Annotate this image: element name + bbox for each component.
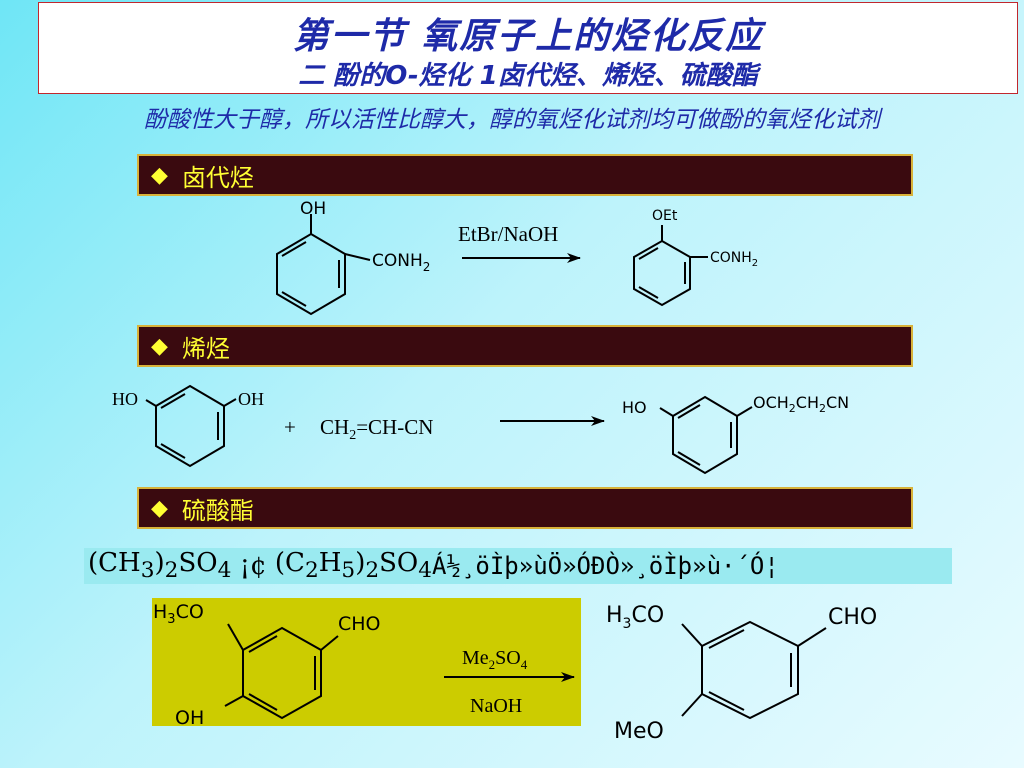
benzene-ring-salicylamide <box>276 214 371 316</box>
substituent-conh2: CONH2 <box>372 251 430 274</box>
substituent-cho: CHO <box>828 605 877 630</box>
substituent-och2ch2cn: OCH2CH2CN <box>753 393 849 415</box>
substituent-ho: HO <box>112 389 138 409</box>
section-label: 硫酸酯 <box>181 496 254 525</box>
reagent-acrylonitrile: CH2=CH-CN <box>320 415 433 443</box>
substituent-h3co: H3CO <box>153 601 204 627</box>
benzene-ring-resorcinol <box>145 384 237 468</box>
reactant-highlight-box <box>152 598 581 726</box>
garbled-text: Á½¸öÌþ»ùÖ»ÓÐÒ»¸öÌþ»ù·´Ó¦ <box>432 552 779 580</box>
benzene-ring-ethoxybenzamide <box>633 225 708 307</box>
reagent-me2so4: Me2SO4 <box>462 647 528 672</box>
section-bar-haloalkane: ◆ 卤代烃 <box>137 154 913 196</box>
title-box: 第一节 氧原子上的烃化反应 二 酚的O-烃化 1卤代烃、烯烃、硫酸酯 <box>38 2 1018 94</box>
section-label: 烯烃 <box>181 334 230 363</box>
formula-diethyl-sulfate: (C2H5)2SO4 <box>274 548 433 584</box>
substituent-oh: OH <box>175 707 204 729</box>
diamond-bullet-icon: ◆ <box>151 495 168 521</box>
reagent-label: EtBr/NaOH <box>458 222 558 246</box>
benzene-ring-vanillin <box>224 623 339 720</box>
substituent-cho: CHO <box>338 613 381 635</box>
substituent-h3co: H3CO <box>606 603 664 632</box>
section-label: 卤代烃 <box>181 163 254 192</box>
substituent-oh: OH <box>238 389 264 409</box>
substituent-meo: MeO <box>614 719 664 744</box>
encoded-text-line: (CH3)2SO4 ¡¢ (C2H5)2SO4 Á½¸öÌþ»ùÖ»ÓÐÒ»¸ö… <box>84 548 952 584</box>
substituent-conh2: CONH2 <box>710 250 758 269</box>
page-subtitle: 二 酚的O-烃化 1卤代烃、烯烃、硫酸酯 <box>298 61 758 91</box>
benzene-ring-cyanoethoxyphenol <box>659 395 753 475</box>
section-bar-sulfate: ◆ 硫酸酯 <box>137 487 913 529</box>
separator-text: ¡¢ <box>231 551 275 581</box>
substituent-oet: OEt <box>652 208 678 224</box>
substituent-oh: OH <box>300 199 326 219</box>
plus-sign: + <box>284 415 296 439</box>
substituent-ho: HO <box>622 398 647 417</box>
page-title: 第一节 氧原子上的烃化反应 <box>292 16 764 57</box>
formula-dimethyl-sulfate: (CH3)2SO4 <box>88 548 232 584</box>
diamond-bullet-icon: ◆ <box>151 162 168 188</box>
intro-text: 酚酸性大于醇，所以活性比醇大，醇的氧烃化试剂均可做酚的氧烃化试剂 <box>144 107 880 133</box>
diamond-bullet-icon: ◆ <box>151 333 168 359</box>
section-bar-alkene: ◆ 烯烃 <box>137 325 913 367</box>
reagent-naoh: NaOH <box>470 695 522 717</box>
benzene-ring-veratraldehyde <box>681 620 827 720</box>
